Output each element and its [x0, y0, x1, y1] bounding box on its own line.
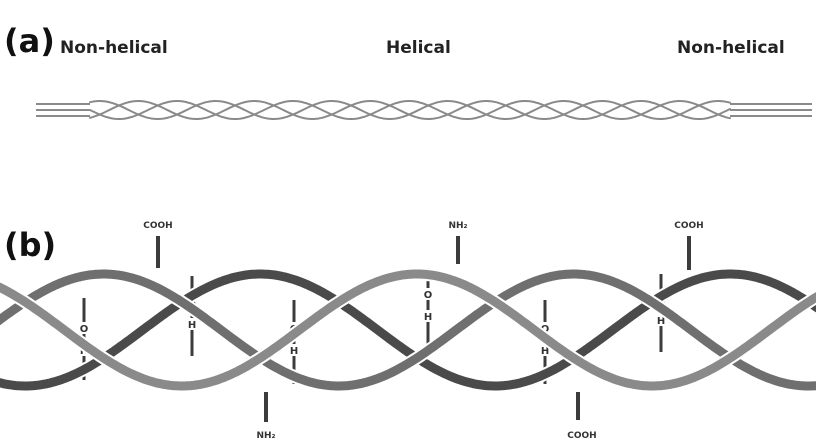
- h-bond-3-hydrogen: H: [290, 346, 298, 357]
- top-group-3-label: COOH: [674, 221, 703, 231]
- h-bond-4-hydrogen: H: [424, 312, 432, 323]
- top-group-1: COOH: [143, 221, 173, 268]
- strand-2: [0, 269, 816, 391]
- triple-helix-strands: [0, 267, 816, 393]
- panel-b-letter: (b): [4, 226, 56, 264]
- helical-label: Helical: [386, 38, 451, 58]
- top-group-1-label: COOH: [143, 221, 172, 231]
- h-bond-4-oxygen: O: [424, 290, 433, 301]
- h-bond-2-hydrogen: H: [188, 320, 196, 331]
- h-bond-5-hydrogen: H: [541, 346, 549, 357]
- strand-1: [0, 269, 816, 391]
- helical-segment: [89, 100, 731, 120]
- h-bond-5-oxygen: O: [541, 324, 550, 335]
- top-group-2: NH₂: [448, 221, 468, 264]
- non-helical-left-segment: [36, 103, 90, 117]
- helical-strand-3: [89, 100, 731, 120]
- top-group-3: COOH: [674, 221, 704, 270]
- h-bond-6-hydrogen: H: [657, 316, 665, 327]
- bottom-group-1: NH₂: [256, 392, 276, 441]
- strand-3: [0, 269, 816, 391]
- non-helical-left-label: Non-helical: [60, 38, 168, 58]
- bottom-group-2: COOH: [567, 392, 597, 441]
- non-helical-right-segment: [730, 103, 812, 117]
- top-group-2-label: NH₂: [448, 221, 467, 231]
- bottom-group-2-label: COOH: [567, 431, 596, 441]
- h-bond-4: O H: [422, 268, 434, 348]
- bottom-group-1-label: NH₂: [256, 431, 275, 441]
- panel-a: (a) Non-helical Helical Non-helical: [4, 22, 812, 120]
- panel-a-letter: (a): [4, 22, 55, 60]
- h-bond-1-oxygen: O: [80, 324, 89, 335]
- panel-b: (b) COOH NH₂ COOH NH₂ COOH: [0, 221, 816, 441]
- non-helical-right-label: Non-helical: [677, 38, 785, 58]
